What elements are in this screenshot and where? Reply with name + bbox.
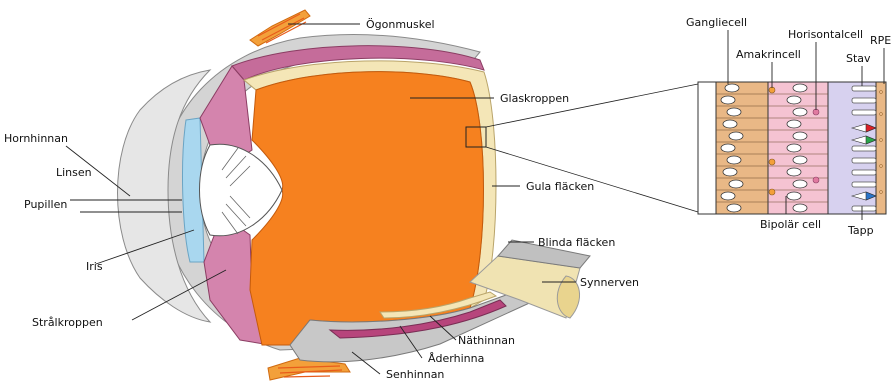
label-nathinnan: Näthinnan — [458, 334, 515, 347]
label-stav: Stav — [846, 52, 871, 65]
label-hornhinnan: Hornhinnan — [4, 132, 68, 145]
label-rpe: RPE — [870, 34, 891, 47]
label-linsen: Linsen — [56, 166, 92, 179]
label-synnerven: Synnerven — [580, 276, 639, 289]
label-senhinnan: Senhinnan — [386, 368, 444, 381]
retina-detail-panel — [698, 82, 886, 214]
label-aderhinna: Åderhinna — [428, 352, 484, 365]
label-glaskroppen: Glaskroppen — [500, 92, 569, 105]
label-tapp: Tapp — [847, 224, 874, 237]
label-iris: Iris — [86, 260, 103, 273]
label-ogonmuskel: Ögonmuskel — [366, 18, 435, 31]
label-gula-flacken: Gula fläcken — [526, 180, 594, 193]
zoom-line-top — [486, 84, 698, 127]
label-pupillen: Pupillen — [24, 198, 67, 211]
label-blinda-flacken: Blinda fläcken — [538, 236, 615, 249]
label-stralkroppen: Strålkroppen — [32, 316, 103, 329]
label-gangliecell: Gangliecell — [686, 16, 747, 29]
label-horisontalcell: Horisontalcell — [788, 28, 863, 41]
label-amakrincell: Amakrincell — [736, 48, 801, 61]
label-bipolar-cell: Bipolär cell — [760, 218, 821, 231]
